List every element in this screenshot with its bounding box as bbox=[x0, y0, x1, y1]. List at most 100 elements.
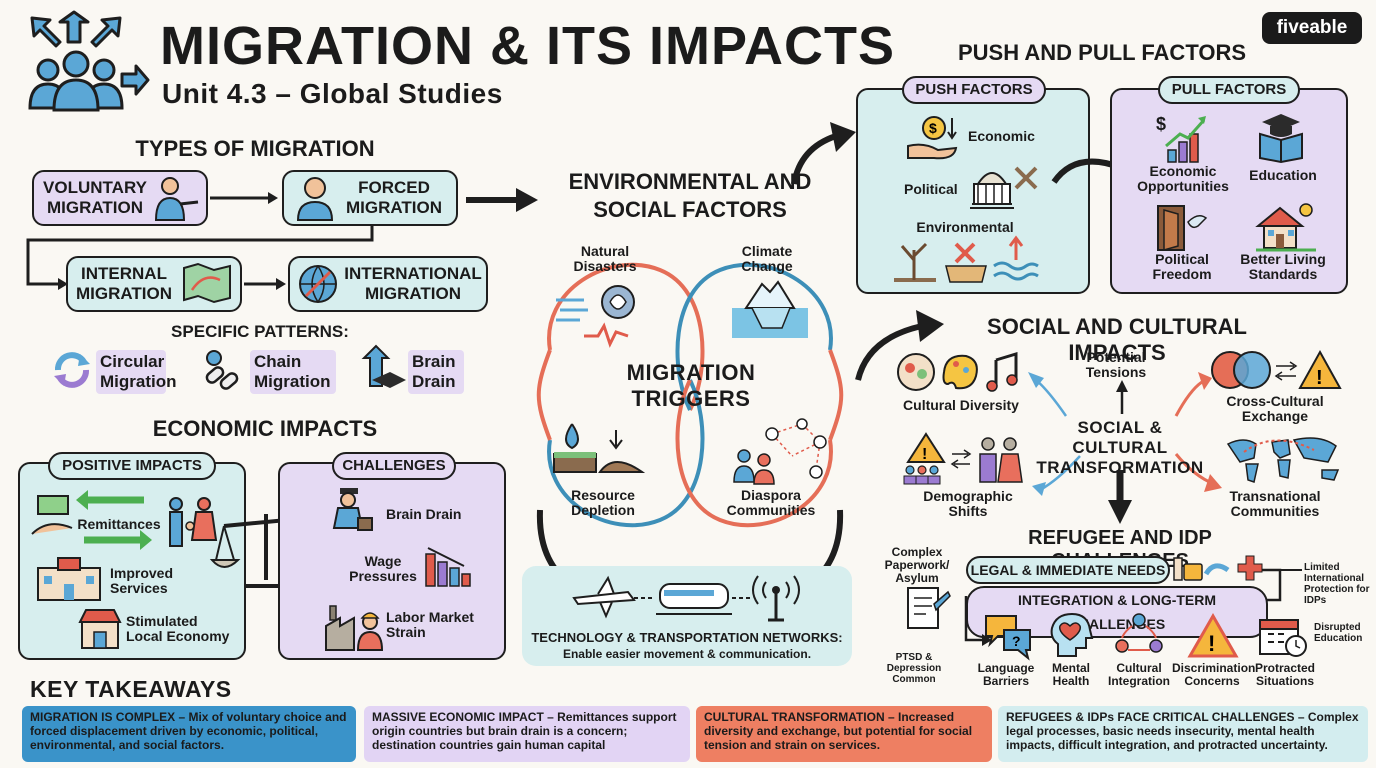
page-subtitle: Unit 4.3 – Global Studies bbox=[162, 78, 503, 109]
svg-text:$: $ bbox=[929, 120, 937, 136]
challenge-brain-drain: Brain Drain bbox=[386, 506, 462, 522]
forced-to-internal-connector bbox=[26, 226, 374, 290]
pattern-brain: Brain Drain bbox=[412, 352, 456, 391]
person-pointing-icon bbox=[154, 177, 199, 221]
environment-to-push-arrow bbox=[791, 122, 856, 185]
pattern-chain-bg bbox=[250, 350, 336, 394]
chain-link-icon bbox=[205, 350, 239, 390]
environment-heading: ENVIRONMENTAL AND SOCIAL FACTORS bbox=[568, 169, 812, 222]
takeaway-economic-bold: MASSIVE ECONOMIC IMPACT bbox=[372, 710, 544, 724]
transport-icons bbox=[572, 575, 800, 622]
voluntary-migration-label: VOLUNTARY MIGRATION bbox=[43, 178, 147, 217]
shop-icon bbox=[78, 609, 122, 649]
venn-center-label: MIGRATION TRIGGERS bbox=[626, 360, 756, 411]
social-cultural-diversity: Cultural Diversity bbox=[903, 397, 1019, 413]
refugee-protracted-situations: Protracted Situations bbox=[1254, 661, 1316, 688]
social-cross-cultural-exchange: Cross-Cultural Exchange bbox=[1226, 393, 1324, 424]
takeaway-economic-text: – Remittances support origin countries b… bbox=[372, 710, 677, 752]
forced-migration-label: FORCED MIGRATION bbox=[345, 178, 442, 217]
takeaway-refugees-bold: REFUGEES & IDPs FACE CRITICAL CHALLENGES bbox=[1006, 710, 1295, 724]
head-heart-icon bbox=[1050, 612, 1094, 657]
types-heading: TYPES OF MIGRATION bbox=[135, 136, 375, 161]
challenge-wage-pressures: Wage Pressures bbox=[349, 553, 417, 584]
takeaway-refugees-text: – Complex legal processes, basic needs i… bbox=[1006, 710, 1359, 752]
voluntary-migration-box bbox=[32, 170, 208, 226]
house-sun-icon bbox=[1255, 203, 1316, 252]
refugee-cultural-integration: Cultural Integration bbox=[1108, 661, 1170, 688]
capitol-conflict-icon bbox=[970, 166, 1038, 209]
positive-improved-services: Improved Services bbox=[110, 565, 174, 596]
takeaway-cultural: CULTURAL TRANSFORMATION – Increased dive… bbox=[696, 706, 992, 762]
push-factors-pill: PUSH FACTORS bbox=[902, 76, 1046, 104]
diaspora-network-icon bbox=[733, 418, 827, 485]
pull-political-freedom: Political Freedom bbox=[1152, 251, 1212, 282]
social-demographic-shifts: Demographic Shifts bbox=[923, 488, 1013, 519]
world-map-icon bbox=[1226, 437, 1340, 483]
brand-logo: fiveable bbox=[1262, 12, 1362, 44]
svg-text:?: ? bbox=[1012, 633, 1021, 649]
push-economic: Economic bbox=[968, 128, 1035, 144]
challenge-labor-market: Labor Market Strain bbox=[386, 609, 474, 640]
social-center-label: SOCIAL & CULTURAL TRANSFORMATION bbox=[1036, 418, 1204, 477]
takeaway-cultural-bold: CULTURAL TRANSFORMATION bbox=[704, 710, 885, 724]
refugee-side-left-bottom: PTSD & Depression Common bbox=[886, 652, 942, 685]
refugee-left-connector bbox=[964, 596, 992, 646]
tech-networks-subtitle: Enable easier movement & communication. bbox=[562, 647, 812, 661]
speech-bubbles-icon: ? bbox=[985, 615, 1031, 661]
migration-people-icon bbox=[28, 10, 150, 112]
refugee-side-left-top: Complex Paperwork/ Asylum bbox=[884, 545, 950, 585]
social-to-refugee-arrow bbox=[1108, 470, 1132, 524]
takeaway-cultural-text: – Increased diversity and exchange, but … bbox=[704, 710, 973, 752]
declining-bar-chart-icon bbox=[425, 547, 471, 587]
globe-icon bbox=[299, 265, 337, 303]
international-migration-label: INTERNATIONAL MIGRATION bbox=[344, 264, 482, 303]
money-exchange-icon bbox=[31, 490, 152, 550]
types-to-environment-arrow bbox=[466, 188, 538, 212]
refugee-language-barriers: Language Barriers bbox=[977, 661, 1035, 688]
svg-text:!: ! bbox=[1208, 631, 1215, 656]
circular-arrows-icon bbox=[54, 352, 90, 388]
takeaways-heading: KEY TAKEAWAYS bbox=[30, 676, 232, 702]
money-hand-icon: $ bbox=[907, 116, 958, 160]
graduation-cap-icon bbox=[361, 344, 406, 388]
pull-economic-opportunities: Economic Opportunities bbox=[1137, 163, 1229, 194]
economic-heading: ECONOMIC IMPACTS bbox=[152, 416, 378, 441]
growth-chart-icon: $ bbox=[1156, 114, 1206, 163]
takeaway-complex-text: – Mix of voluntary choice and forced dis… bbox=[30, 710, 347, 752]
iceberg-icon bbox=[732, 280, 808, 338]
tech-networks-title: TECHNOLOGY & TRANSPORTATION NETWORKS: bbox=[531, 630, 843, 645]
document-icon bbox=[907, 587, 951, 629]
warning-icon: ! bbox=[1187, 612, 1239, 658]
map-icon bbox=[183, 262, 231, 304]
worried-person-icon bbox=[296, 177, 334, 221]
drought-icons bbox=[894, 235, 1039, 283]
pattern-circular: Circular Migration bbox=[100, 352, 177, 391]
environment-to-social-arrow bbox=[855, 310, 944, 381]
calendar-clock-icon bbox=[1259, 619, 1307, 657]
social-heading: SOCIAL AND CULTURAL IMPACTS bbox=[987, 314, 1247, 365]
push-pull-heading: PUSH AND PULL FACTORS bbox=[957, 40, 1247, 65]
book-cap-icon bbox=[1259, 114, 1303, 164]
challenges-pill: CHALLENGES bbox=[332, 452, 456, 480]
refugee-side-right-bottom: Disrupted Education bbox=[1314, 622, 1363, 644]
factory-worker-icon bbox=[325, 605, 384, 651]
open-door-dove-icon bbox=[1157, 205, 1208, 251]
positive-stimulated-economy: Stimulated Local Economy bbox=[126, 613, 230, 644]
pull-factors-pill: PULL FACTORS bbox=[1158, 76, 1300, 104]
social-arrows bbox=[1028, 372, 1222, 496]
pull-better-living: Better Living Standards bbox=[1240, 251, 1326, 282]
takeaway-economic: MASSIVE ECONOMIC IMPACT – Remittances su… bbox=[364, 706, 690, 762]
social-potential-tensions: Potential Tensions bbox=[1085, 349, 1147, 380]
person-leaving-icon bbox=[332, 488, 373, 531]
positive-impacts-pill: POSITIVE IMPACTS bbox=[48, 452, 216, 480]
petal-diaspora-communities: Diaspora Communities bbox=[726, 487, 816, 518]
voluntary-to-forced-arrow bbox=[210, 192, 278, 204]
refugee-mental-health: Mental Health bbox=[1051, 661, 1090, 688]
svg-text:!: ! bbox=[1316, 367, 1323, 389]
petal-resource-depletion: Resource Depletion bbox=[571, 487, 635, 518]
food-art-music-icon bbox=[897, 351, 1018, 392]
supplies-icons bbox=[1173, 555, 1263, 581]
internal-migration-label: INTERNAL MIGRATION bbox=[75, 264, 172, 303]
integration-circle-icon bbox=[1115, 613, 1163, 653]
petal-climate-change: Climate Change bbox=[741, 243, 793, 274]
